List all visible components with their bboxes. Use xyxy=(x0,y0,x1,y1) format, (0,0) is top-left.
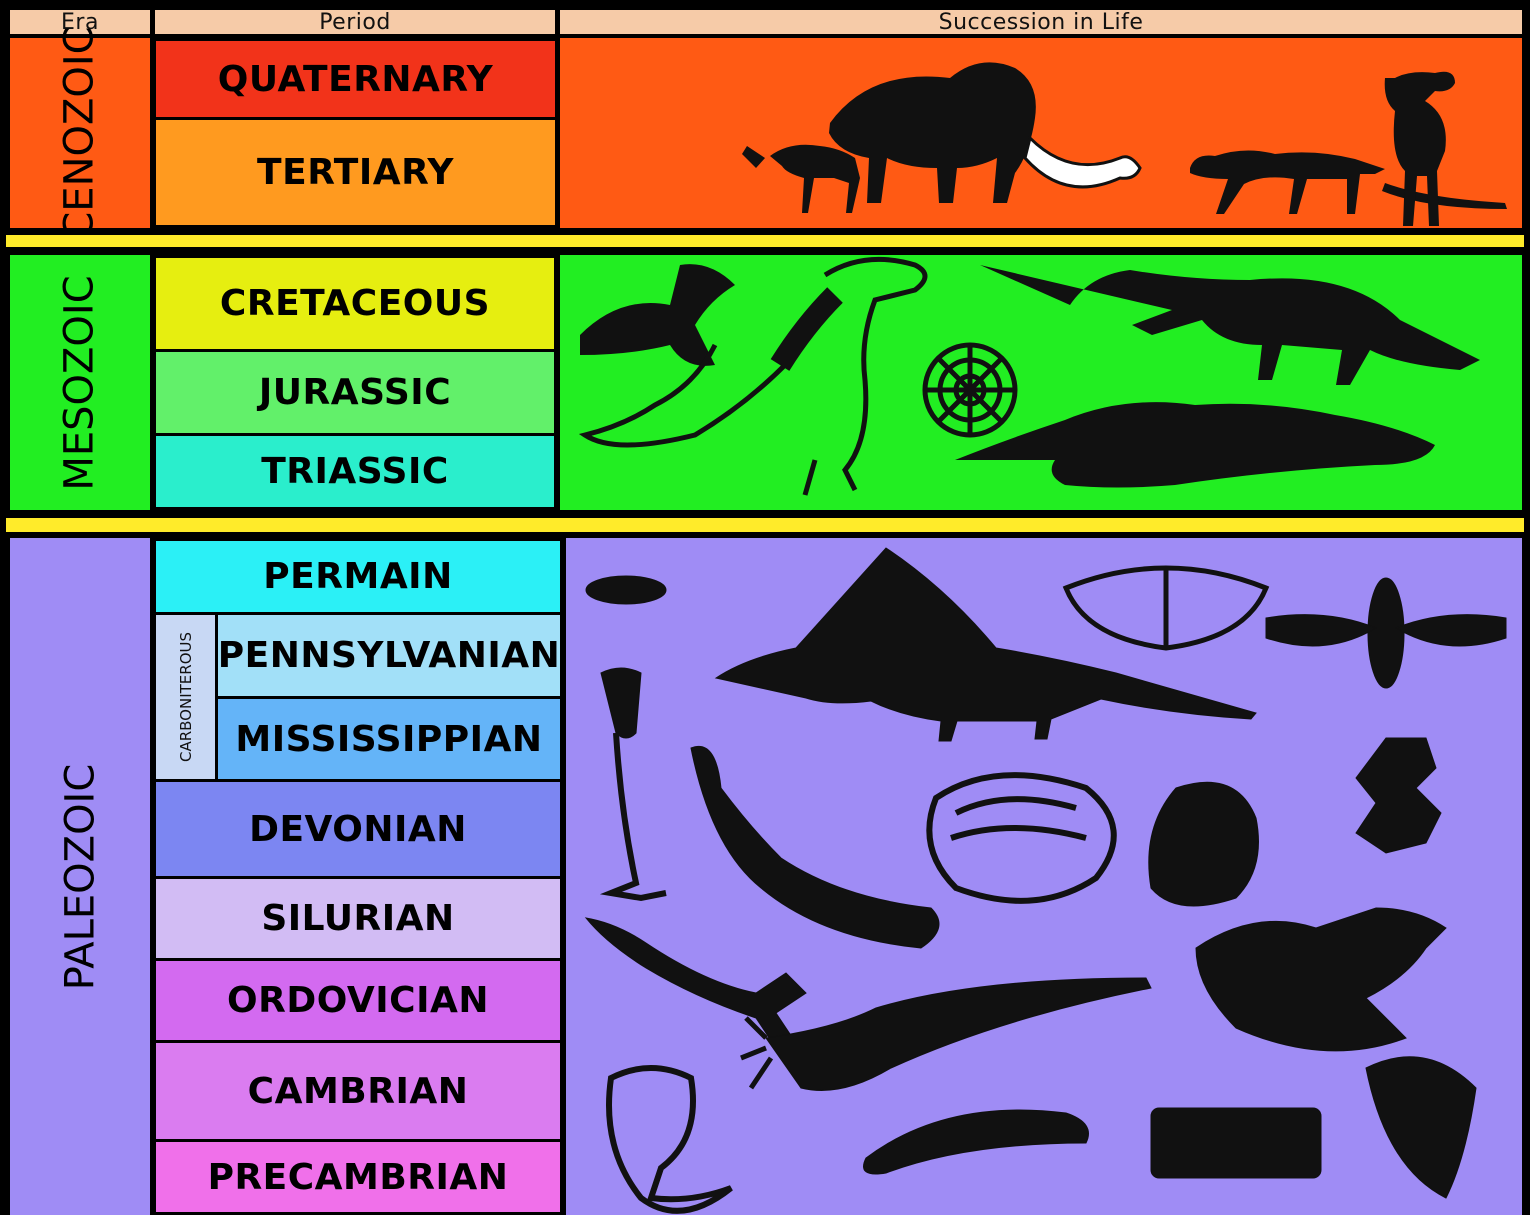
period-permain: PERMAIN xyxy=(153,538,563,615)
sponge-icon xyxy=(609,1068,731,1211)
period-pennsylvanian: PENNSYLVANIAN xyxy=(215,612,563,699)
era-mesozoic: MESOZOIC xyxy=(10,255,150,510)
amphibian-icon xyxy=(691,746,939,948)
period-jurassic: JURASSIC xyxy=(153,349,557,436)
header-life: Succession in Life xyxy=(560,10,1522,34)
life-panel-cenozoic xyxy=(560,38,1522,228)
era-mesozoic-label: MESOZOIC xyxy=(57,275,103,490)
period-tertiary: TERTIARY xyxy=(153,117,558,228)
ammonite-icon xyxy=(925,345,1015,435)
period-mississippian: MISSISSIPPIAN xyxy=(215,696,563,782)
life-panel-paleozoic xyxy=(566,538,1522,1215)
crocodilian-icon xyxy=(955,402,1435,487)
gastropod-icon xyxy=(1149,782,1259,906)
header-period: Period xyxy=(155,10,555,34)
separator-2 xyxy=(6,518,1524,532)
coral-icon xyxy=(1356,738,1441,853)
fish-fossil-icon xyxy=(1196,908,1446,1051)
separator-1 xyxy=(6,235,1524,247)
mammoth-icon xyxy=(829,62,1140,203)
horse-icon xyxy=(742,145,860,213)
trilobite-icon xyxy=(1366,1057,1476,1198)
coral-block-icon xyxy=(1151,1108,1321,1178)
crinoid-icon xyxy=(601,668,666,898)
period-quaternary: QUATERNARY xyxy=(153,38,558,120)
period-ordovician: ORDOVICIAN xyxy=(153,958,563,1043)
period-triassic: TRIASSIC xyxy=(153,433,557,510)
period-cretaceous: CRETACEOUS xyxy=(153,255,557,352)
period-devonian: DEVONIAN xyxy=(153,779,563,879)
jellyfish-icon xyxy=(586,576,666,604)
era-paleozoic: PALEOZOIC xyxy=(10,538,150,1215)
saber-tooth-cat-icon xyxy=(1190,150,1507,214)
triceratops-icon xyxy=(980,265,1480,385)
era-cenozoic: CENOZOIC xyxy=(10,38,150,228)
clam-icon xyxy=(929,775,1113,901)
era-cenozoic-label: CENOZOIC xyxy=(57,26,103,239)
period-precambrian: PRECAMBRIAN xyxy=(153,1139,563,1215)
tyrannosaurus-icon xyxy=(585,259,925,495)
worm-icon xyxy=(864,1110,1089,1174)
period-cambrian: CAMBRIAN xyxy=(153,1040,563,1142)
eurypterid-icon xyxy=(586,918,806,1048)
era-paleozoic-label: PALEOZOIC xyxy=(57,763,103,990)
period-silurian: SILURIAN xyxy=(153,876,563,961)
carboniferous-bracket: CARBONITEROUS xyxy=(153,612,218,782)
brachiopod-icon xyxy=(1066,568,1266,648)
dragonfly-icon xyxy=(1266,578,1506,688)
carboniferous-label: CARBONITEROUS xyxy=(177,632,195,762)
life-panel-mesozoic xyxy=(560,255,1522,510)
